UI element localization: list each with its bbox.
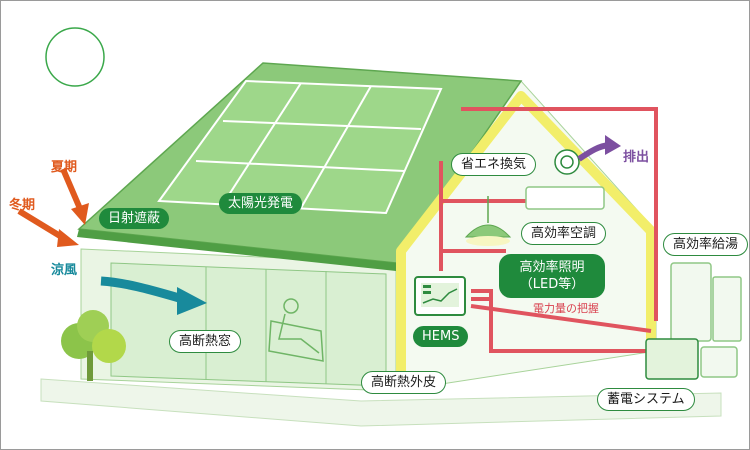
water-heater-label: 高効率給湯 [663,233,749,256]
battery-label: 蓄電システム [597,388,695,411]
exhaust-label: 排出 [623,150,650,165]
tree-icon [61,310,126,381]
solar-panel [157,79,443,215]
water-heater [670,262,742,342]
summer-label: 夏期 [51,160,78,175]
ventilation-label: 省エネ換気 [451,153,537,176]
winter-sun-arrow [17,208,67,242]
hems-label: HEMS [413,326,469,347]
lighting-label-line1: 高効率照明 [519,260,585,275]
lighting-label: 高効率照明 （LED等） [499,254,605,298]
lighting-label-line2: （LED等） [519,277,585,292]
aircon-unit [525,186,605,210]
vent-fan-icon [554,149,580,175]
breeze-label: 涼風 [51,263,78,278]
breeze-arrow [100,276,185,304]
ground [40,378,722,427]
summer-sun-arrow [60,167,84,213]
energy-lines [439,107,658,353]
sunshade-label: 日射遮蔽 [99,208,170,229]
roof-edge [77,229,396,271]
insulation-label: 高断熱外皮 [361,371,447,394]
lamp-icon [464,196,512,246]
window-label: 高断熱窓 [169,330,242,353]
solar-label: 太陽光発電 [219,193,303,214]
hems-monitor [414,276,466,316]
aircon-label: 高効率空調 [521,222,607,245]
person-icon [268,298,324,362]
insulation-frame [396,91,656,386]
sun-icon [45,27,105,87]
winter-label: 冬期 [9,198,36,213]
battery-unit [645,338,738,380]
window-glass [110,262,387,387]
power-monitor-label: 電力量の把握 [533,302,599,315]
